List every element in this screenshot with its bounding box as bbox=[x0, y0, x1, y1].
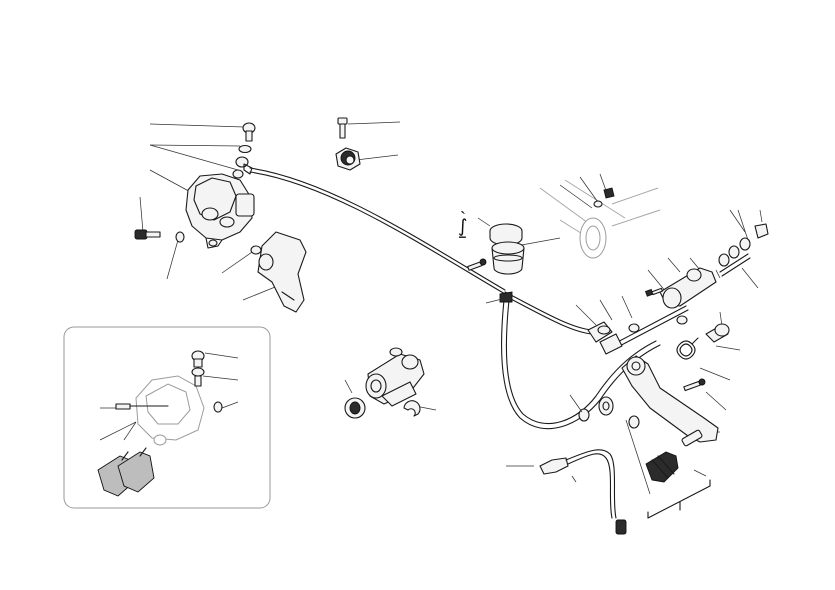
bleed-screw bbox=[191, 350, 205, 387]
pad-pin bbox=[115, 403, 169, 410]
pedal-bolt bbox=[683, 378, 706, 392]
clevis-group bbox=[575, 295, 633, 355]
hose-clamp-group bbox=[335, 117, 401, 171]
reservoir-cap bbox=[489, 223, 523, 246]
washer bbox=[232, 169, 244, 179]
caliper-mounting-bolt bbox=[134, 229, 161, 240]
fluid-reservoir bbox=[491, 241, 525, 275]
reservoir-screw bbox=[467, 258, 487, 271]
annotation-mark: ˎ bbox=[460, 194, 466, 214]
brake-pedal-group bbox=[569, 311, 741, 519]
pedal-bushing bbox=[598, 396, 614, 416]
brake-caliper-group bbox=[134, 122, 307, 313]
frame-section bbox=[539, 173, 661, 259]
banjo-bolt bbox=[242, 122, 256, 142]
pedal-pivot-bolt bbox=[705, 323, 730, 343]
dust-boot bbox=[645, 451, 679, 483]
washer bbox=[578, 408, 590, 422]
washer bbox=[238, 144, 252, 154]
front-brake-caliper bbox=[185, 173, 255, 249]
circlip bbox=[403, 400, 421, 417]
return-spring bbox=[676, 337, 699, 360]
pump-body-group bbox=[344, 347, 437, 419]
fluid-reservoir-group: ⨜ ˎ bbox=[458, 194, 561, 275]
caliper-detail-inset bbox=[63, 326, 271, 509]
master-cylinder-group bbox=[609, 209, 769, 351]
washer bbox=[628, 415, 640, 429]
washer bbox=[175, 231, 185, 243]
brake-hose bbox=[243, 163, 593, 335]
brake-pedal bbox=[621, 355, 719, 447]
brake-pads bbox=[97, 447, 155, 497]
brake-light-switch bbox=[506, 449, 627, 535]
annotation-mark: ⨜ bbox=[458, 216, 467, 238]
caliper-bracket bbox=[250, 231, 307, 313]
piston-seal bbox=[344, 397, 366, 419]
